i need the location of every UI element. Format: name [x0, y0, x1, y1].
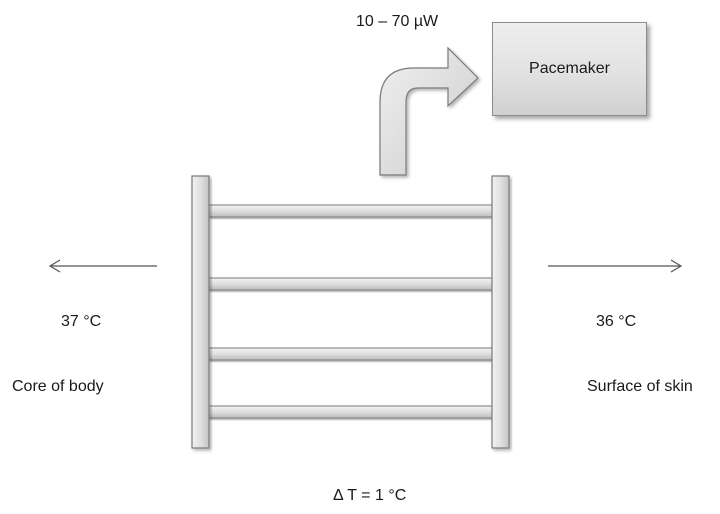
heat-flow-left-arrow: [48, 259, 157, 273]
skin-temperature-label: 36 °C: [596, 313, 637, 330]
power-output-label: 10 – 70 µW: [356, 13, 439, 30]
surface-of-skin-label: Surface of skin: [587, 378, 693, 395]
heat-flow-right-arrow: [548, 259, 683, 273]
power-output-arrow: [379, 46, 479, 176]
thermoelectric-rungs: [207, 204, 495, 419]
core-of-body-label: Core of body: [12, 378, 104, 395]
temperature-difference-label: Δ T = 1 °C: [333, 487, 407, 504]
rung-4: [207, 405, 495, 419]
pacemaker-label: Pacemaker: [529, 60, 610, 77]
rung-1: [207, 204, 495, 218]
hot-side-post: [191, 175, 210, 449]
pacemaker-box: Pacemaker: [492, 22, 647, 116]
core-temperature-label: 37 °C: [61, 313, 102, 330]
rung-3: [207, 347, 495, 361]
cold-side-post: [491, 175, 510, 449]
rung-2: [207, 277, 495, 291]
